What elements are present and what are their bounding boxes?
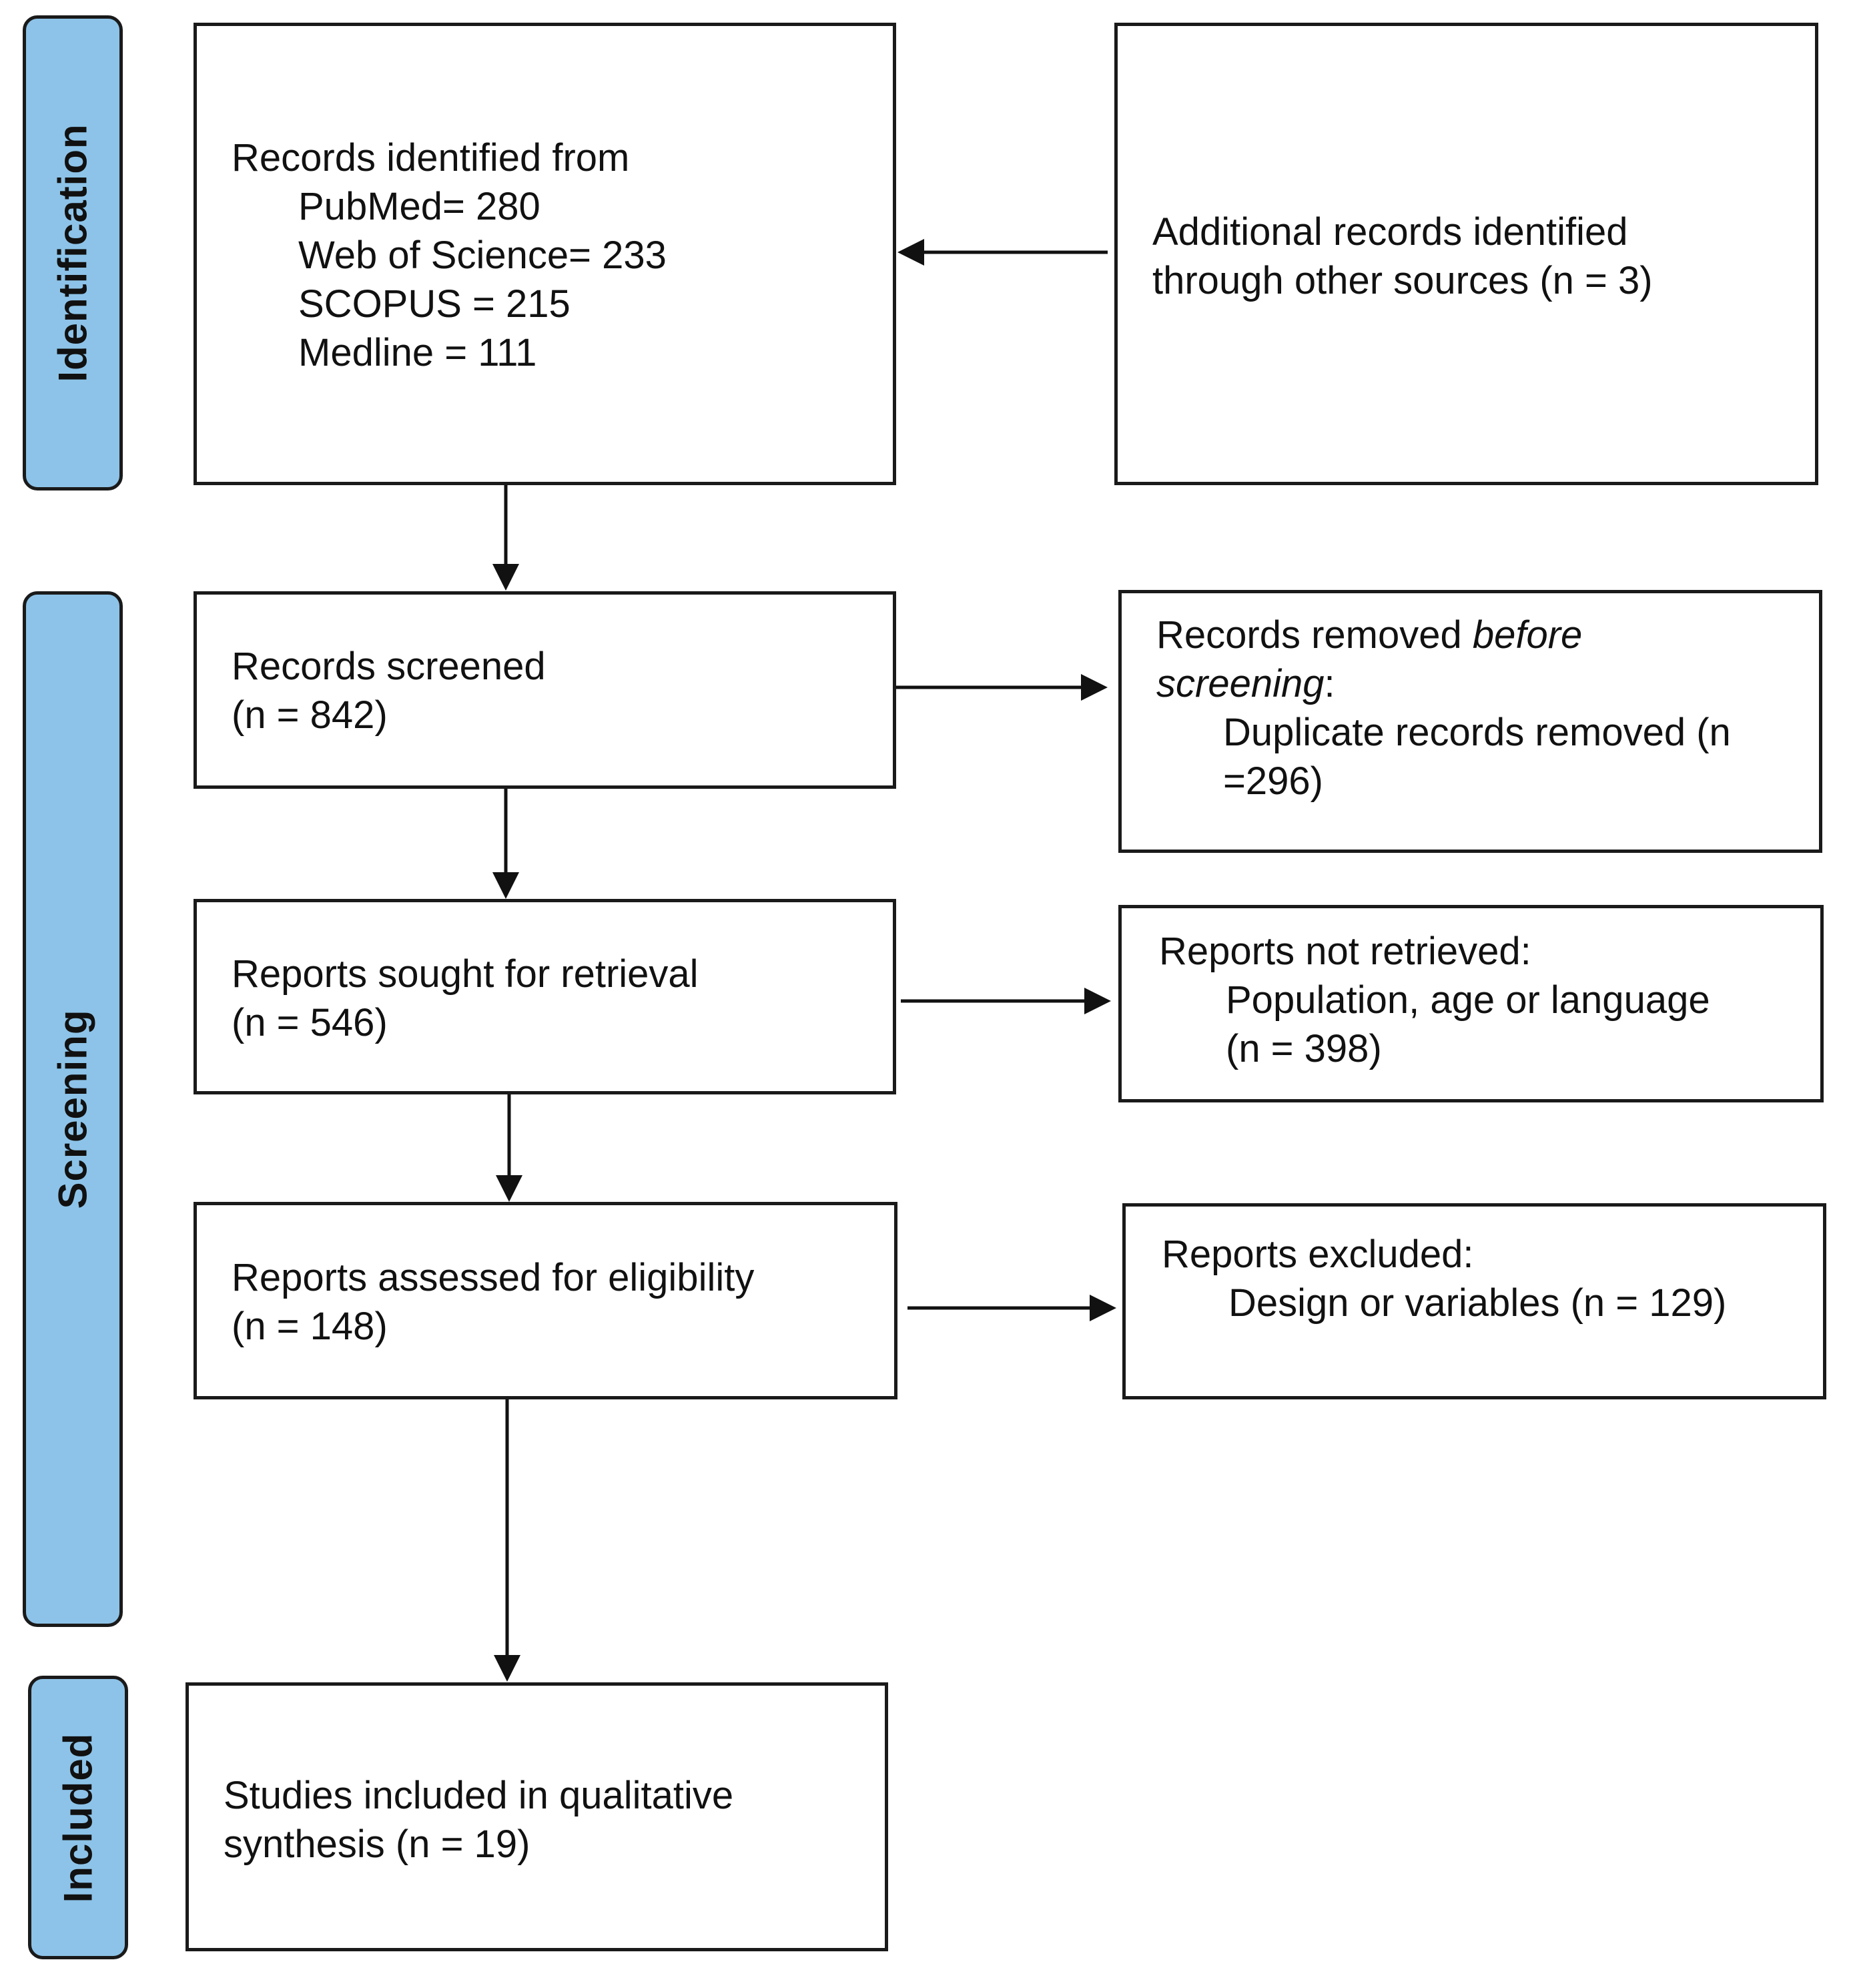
- reports-assessed-text: Reports assessed for eligibility (n = 14…: [232, 1253, 754, 1351]
- box-reports-sought: [194, 899, 896, 1094]
- box-reports-not-retrieved: [1118, 905, 1824, 1102]
- text-line: (n = 148): [232, 1305, 388, 1348]
- text-line: Web of Science= 233: [298, 234, 667, 277]
- text-line: Reports excluded:: [1162, 1233, 1474, 1276]
- box-records-screened: [194, 591, 896, 789]
- text-line: PubMed= 280: [298, 185, 540, 228]
- text-line: (n = 546): [232, 1001, 388, 1044]
- text-line: synthesis (n = 19): [224, 1823, 530, 1866]
- text-line: Reports not retrieved:: [1159, 930, 1531, 973]
- phase-included: Included: [28, 1676, 128, 1959]
- text-line: Records identified from: [232, 136, 630, 180]
- text: screening: [1156, 662, 1325, 705]
- records-screened-text: Records screened (n = 842): [232, 642, 546, 739]
- reports-excluded-text: Reports excluded: Design or variables (n…: [1162, 1230, 1726, 1327]
- text-line: Medline = 111: [298, 331, 537, 374]
- text: :: [1324, 662, 1335, 705]
- text-line: (n = 398): [1226, 1027, 1382, 1070]
- text-line: Population, age or language: [1226, 978, 1710, 1022]
- text: Records removed: [1156, 613, 1473, 657]
- box-studies-included: [186, 1682, 888, 1951]
- box-records-removed: [1118, 590, 1822, 853]
- box-additional-records: [1114, 23, 1818, 485]
- records-removed-text: Records removed before screening: Duplic…: [1156, 611, 1731, 805]
- box-reports-assessed: [194, 1202, 897, 1399]
- text-line: =296): [1223, 759, 1323, 803]
- text-line: SCOPUS = 215: [298, 282, 571, 326]
- additional-records-text: Additional records identified through ot…: [1152, 208, 1653, 305]
- text-line: (n = 842): [232, 693, 388, 737]
- text-line: Reports assessed for eligibility: [232, 1256, 755, 1299]
- text-line: Records screened: [232, 645, 546, 688]
- text-line: Additional records identified: [1152, 210, 1628, 254]
- box-reports-excluded: [1122, 1203, 1826, 1399]
- text-line: Studies included in qualitative: [224, 1774, 734, 1817]
- box-records-identified: [194, 23, 896, 485]
- text-line: Records removed before: [1156, 611, 1731, 659]
- text-line: Duplicate records removed (n: [1223, 711, 1731, 754]
- phase-screening: Screening: [23, 591, 123, 1627]
- text-line: through other sources (n = 3): [1152, 259, 1653, 302]
- reports-sought-text: Reports sought for retrieval (n = 546): [232, 950, 699, 1047]
- text: before: [1472, 613, 1583, 657]
- reports-not-retrieved-text: Reports not retrieved: Population, age o…: [1159, 927, 1710, 1073]
- text-line: Design or variables (n = 129): [1228, 1281, 1727, 1325]
- text-line: Reports sought for retrieval: [232, 952, 699, 996]
- records-identified-text: Records identified from PubMed= 280 Web …: [232, 133, 667, 377]
- text-line: screening:: [1156, 659, 1731, 708]
- studies-included-text: Studies included in qualitative synthesi…: [224, 1771, 733, 1869]
- phase-identification: Identification: [23, 15, 123, 490]
